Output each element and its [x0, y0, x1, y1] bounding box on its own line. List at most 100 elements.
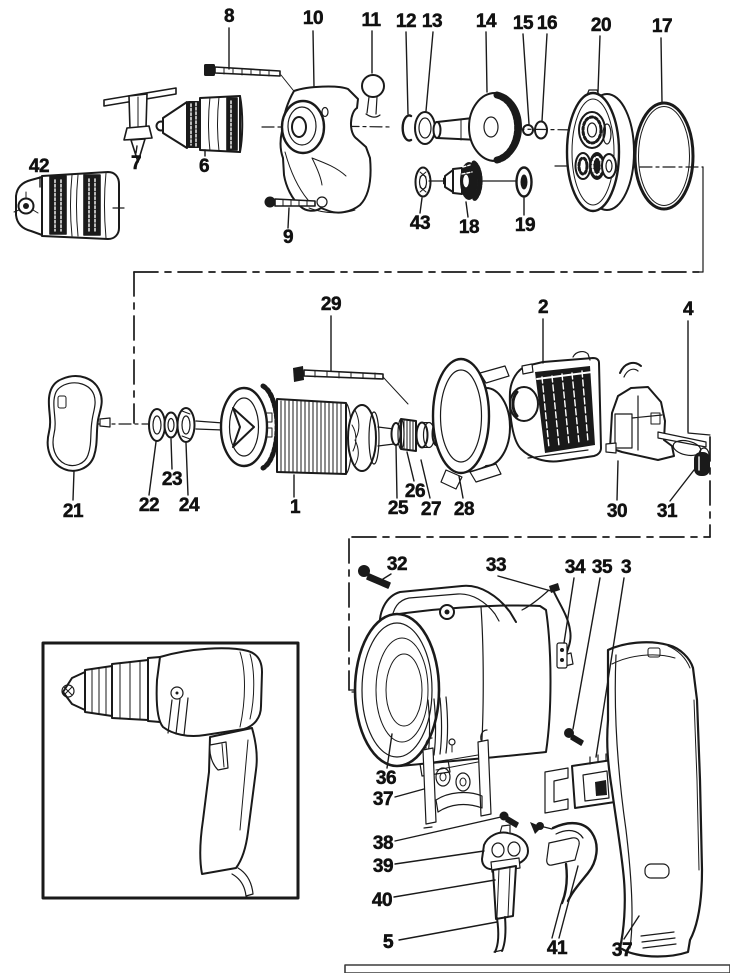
part-callout-7: 7 [130, 153, 142, 175]
part-cord-guard [490, 857, 521, 920]
leader-5 [398, 921, 498, 941]
part-callout-42: 42 [28, 156, 50, 178]
part-power-cord [493, 916, 507, 953]
part-callout-33: 33 [485, 555, 507, 577]
leader-16 [541, 33, 548, 122]
leader-24 [185, 442, 189, 496]
part-washer-43 [414, 166, 432, 198]
part-callout-29: 29 [320, 294, 342, 316]
part-washer-16 [534, 120, 548, 140]
leader-lines [39, 27, 695, 941]
leader-35 [572, 577, 601, 730]
leader-7 [135, 145, 138, 154]
part-callout-18: 18 [458, 217, 480, 239]
part-callout-39: 39 [372, 856, 394, 878]
leader-27 [420, 459, 431, 499]
part-gasket [633, 101, 695, 211]
part-callout-16: 16 [536, 13, 558, 35]
part-callout-17: 17 [651, 16, 673, 38]
part-callout-3: 3 [620, 557, 632, 579]
part-callout-5: 5 [382, 932, 394, 954]
part-callout-24: 24 [178, 495, 200, 517]
part-gear-case [279, 85, 372, 214]
part-callout-6: 6 [198, 156, 210, 178]
part-field-coil [508, 351, 602, 463]
part-callout-14: 14 [475, 11, 497, 33]
part-callout-8: 8 [223, 6, 235, 28]
part-callout-41: 41 [546, 938, 568, 960]
part-screw-32 [358, 565, 391, 589]
leader-20 [597, 35, 601, 93]
part-callout-32: 32 [386, 554, 408, 576]
part-callout-15: 15 [512, 13, 534, 35]
leader-23 [170, 438, 173, 470]
part-callout-40: 40 [371, 890, 393, 912]
leader-15 [522, 33, 530, 125]
part-callout-9: 9 [282, 227, 294, 249]
part-callout-37: 37 [372, 789, 394, 811]
part-gear-18 [428, 160, 517, 202]
part-keyed-chuck [155, 95, 244, 153]
part-terminal-strip [556, 642, 568, 669]
part-callout-1: 1 [289, 497, 301, 519]
part-bolt-29 [293, 366, 409, 405]
part-callout-5: 5 [382, 932, 394, 954]
part-callout-43: 43 [409, 213, 431, 235]
part-bracket-37-left [422, 729, 492, 829]
leader-18 [465, 201, 469, 218]
leader-39 [394, 850, 485, 865]
leader-43 [419, 197, 423, 214]
part-callout-28: 28 [453, 499, 475, 521]
part-callout-30: 30 [606, 501, 628, 523]
part-pinion-26 [397, 418, 417, 452]
part-callout-37: 37 [611, 940, 633, 962]
part-callout-25: 25 [387, 498, 409, 520]
leader-10 [312, 30, 315, 88]
part-callout-23: 23 [161, 469, 183, 491]
part-washer-19 [515, 166, 533, 198]
leader-32 [382, 573, 392, 580]
part-switch [544, 753, 621, 814]
part-terminal-screw-38 [499, 811, 542, 834]
leader-25 [395, 445, 398, 499]
part-handle-housing-37-right [606, 641, 704, 958]
leader-3 [595, 577, 625, 758]
part-baffle-21 [46, 375, 111, 472]
part-callout-36: 36 [375, 768, 397, 790]
leader-40 [393, 879, 496, 898]
part-screw-8 [204, 64, 294, 91]
part-callout-35: 35 [591, 557, 613, 579]
leader-31 [669, 469, 695, 502]
leader-22 [148, 441, 157, 496]
leader-38 [394, 816, 502, 842]
leader-34 [563, 577, 575, 644]
leader-41b [558, 865, 579, 939]
part-washer-23 [163, 411, 179, 439]
part-callout-20: 20 [590, 15, 612, 37]
part-brush-bracket [605, 361, 675, 461]
leader-12 [405, 31, 409, 115]
part-snap-ring-12 [401, 114, 413, 142]
part-callout-13: 13 [421, 11, 443, 33]
leader-28 [458, 475, 464, 499]
part-spindle-gear-14 [432, 91, 522, 164]
leader-21 [72, 470, 75, 501]
part-brush-31 [694, 452, 710, 476]
part-keyless-chuck [13, 171, 125, 240]
part-callout-12: 12 [395, 11, 417, 33]
part-callout-26: 26 [404, 481, 426, 503]
leader-17 [660, 37, 663, 103]
part-callout-11: 11 [361, 10, 381, 32]
leader-33 [497, 575, 552, 592]
part-callout-21: 21 [62, 501, 84, 523]
part-lock-lever [361, 74, 385, 118]
leader-14 [485, 31, 488, 93]
part-screw-9 [264, 196, 316, 208]
part-motor-housing [353, 584, 552, 777]
part-callout-27: 27 [420, 499, 442, 521]
inset-complete-drill [41, 641, 300, 900]
part-armature [195, 383, 395, 475]
